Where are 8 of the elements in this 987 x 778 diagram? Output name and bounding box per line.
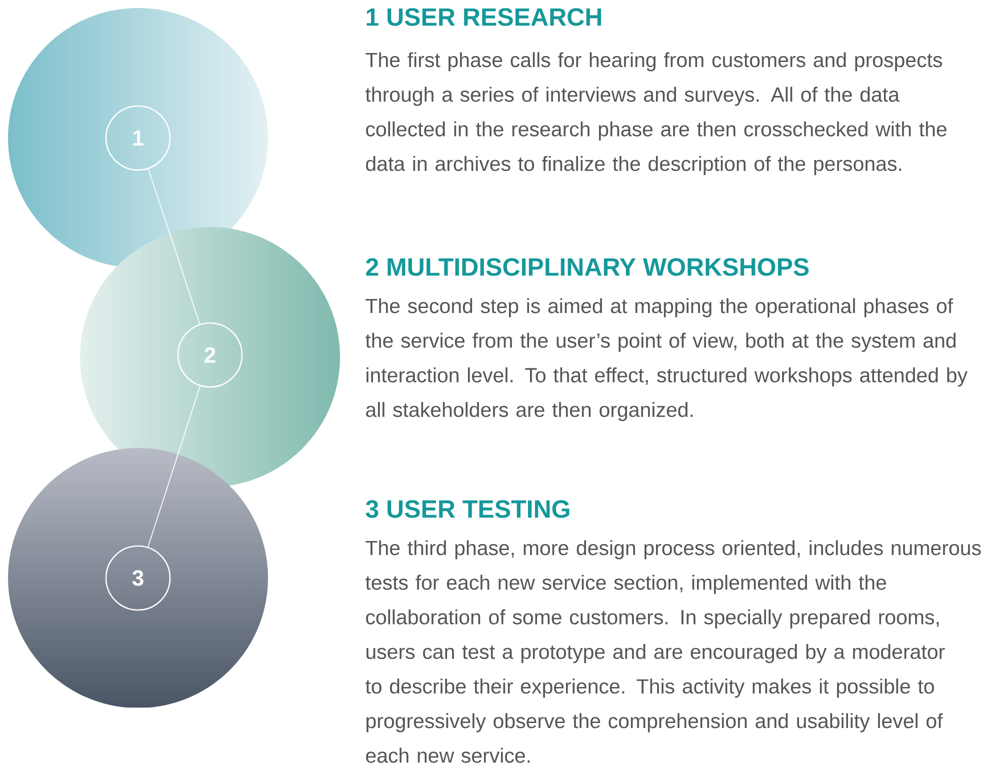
- paragraph: The third phase, more design process oriented, includes numerous tests for each new service section, implemented with the collaboration of some customers. In specially prepared rooms, users can test a prototype and are encouraged by a moderator to describe their experience. This activity makes it possible to progressively observe the comprehension and usability level of each new service.: [366, 540, 981, 763]
- paragraph: The first phase calls for hearing from customers and prospects through a series of interviews and surveys. All of the data collected in the research phase are then crosschecked with the data in archives to finalize the description of the personas.: [366, 52, 946, 176]
- paragraph: The second step is aimed at mapping the operational phases of the service from the user’s point of view, both at the system and interaction level. To that effect, structured workshops attended by all stakeholders are then organized.: [366, 298, 968, 422]
- section-heading: 2 MULTIDISCIPLINARY WORKSHOPS: [366, 258, 809, 276]
- connector-line: [148, 386, 200, 548]
- connector-line: [148, 168, 200, 324]
- section-heading: 3 USER TESTING: [366, 500, 570, 518]
- section-heading: 1 USER RESEARCH: [366, 8, 602, 26]
